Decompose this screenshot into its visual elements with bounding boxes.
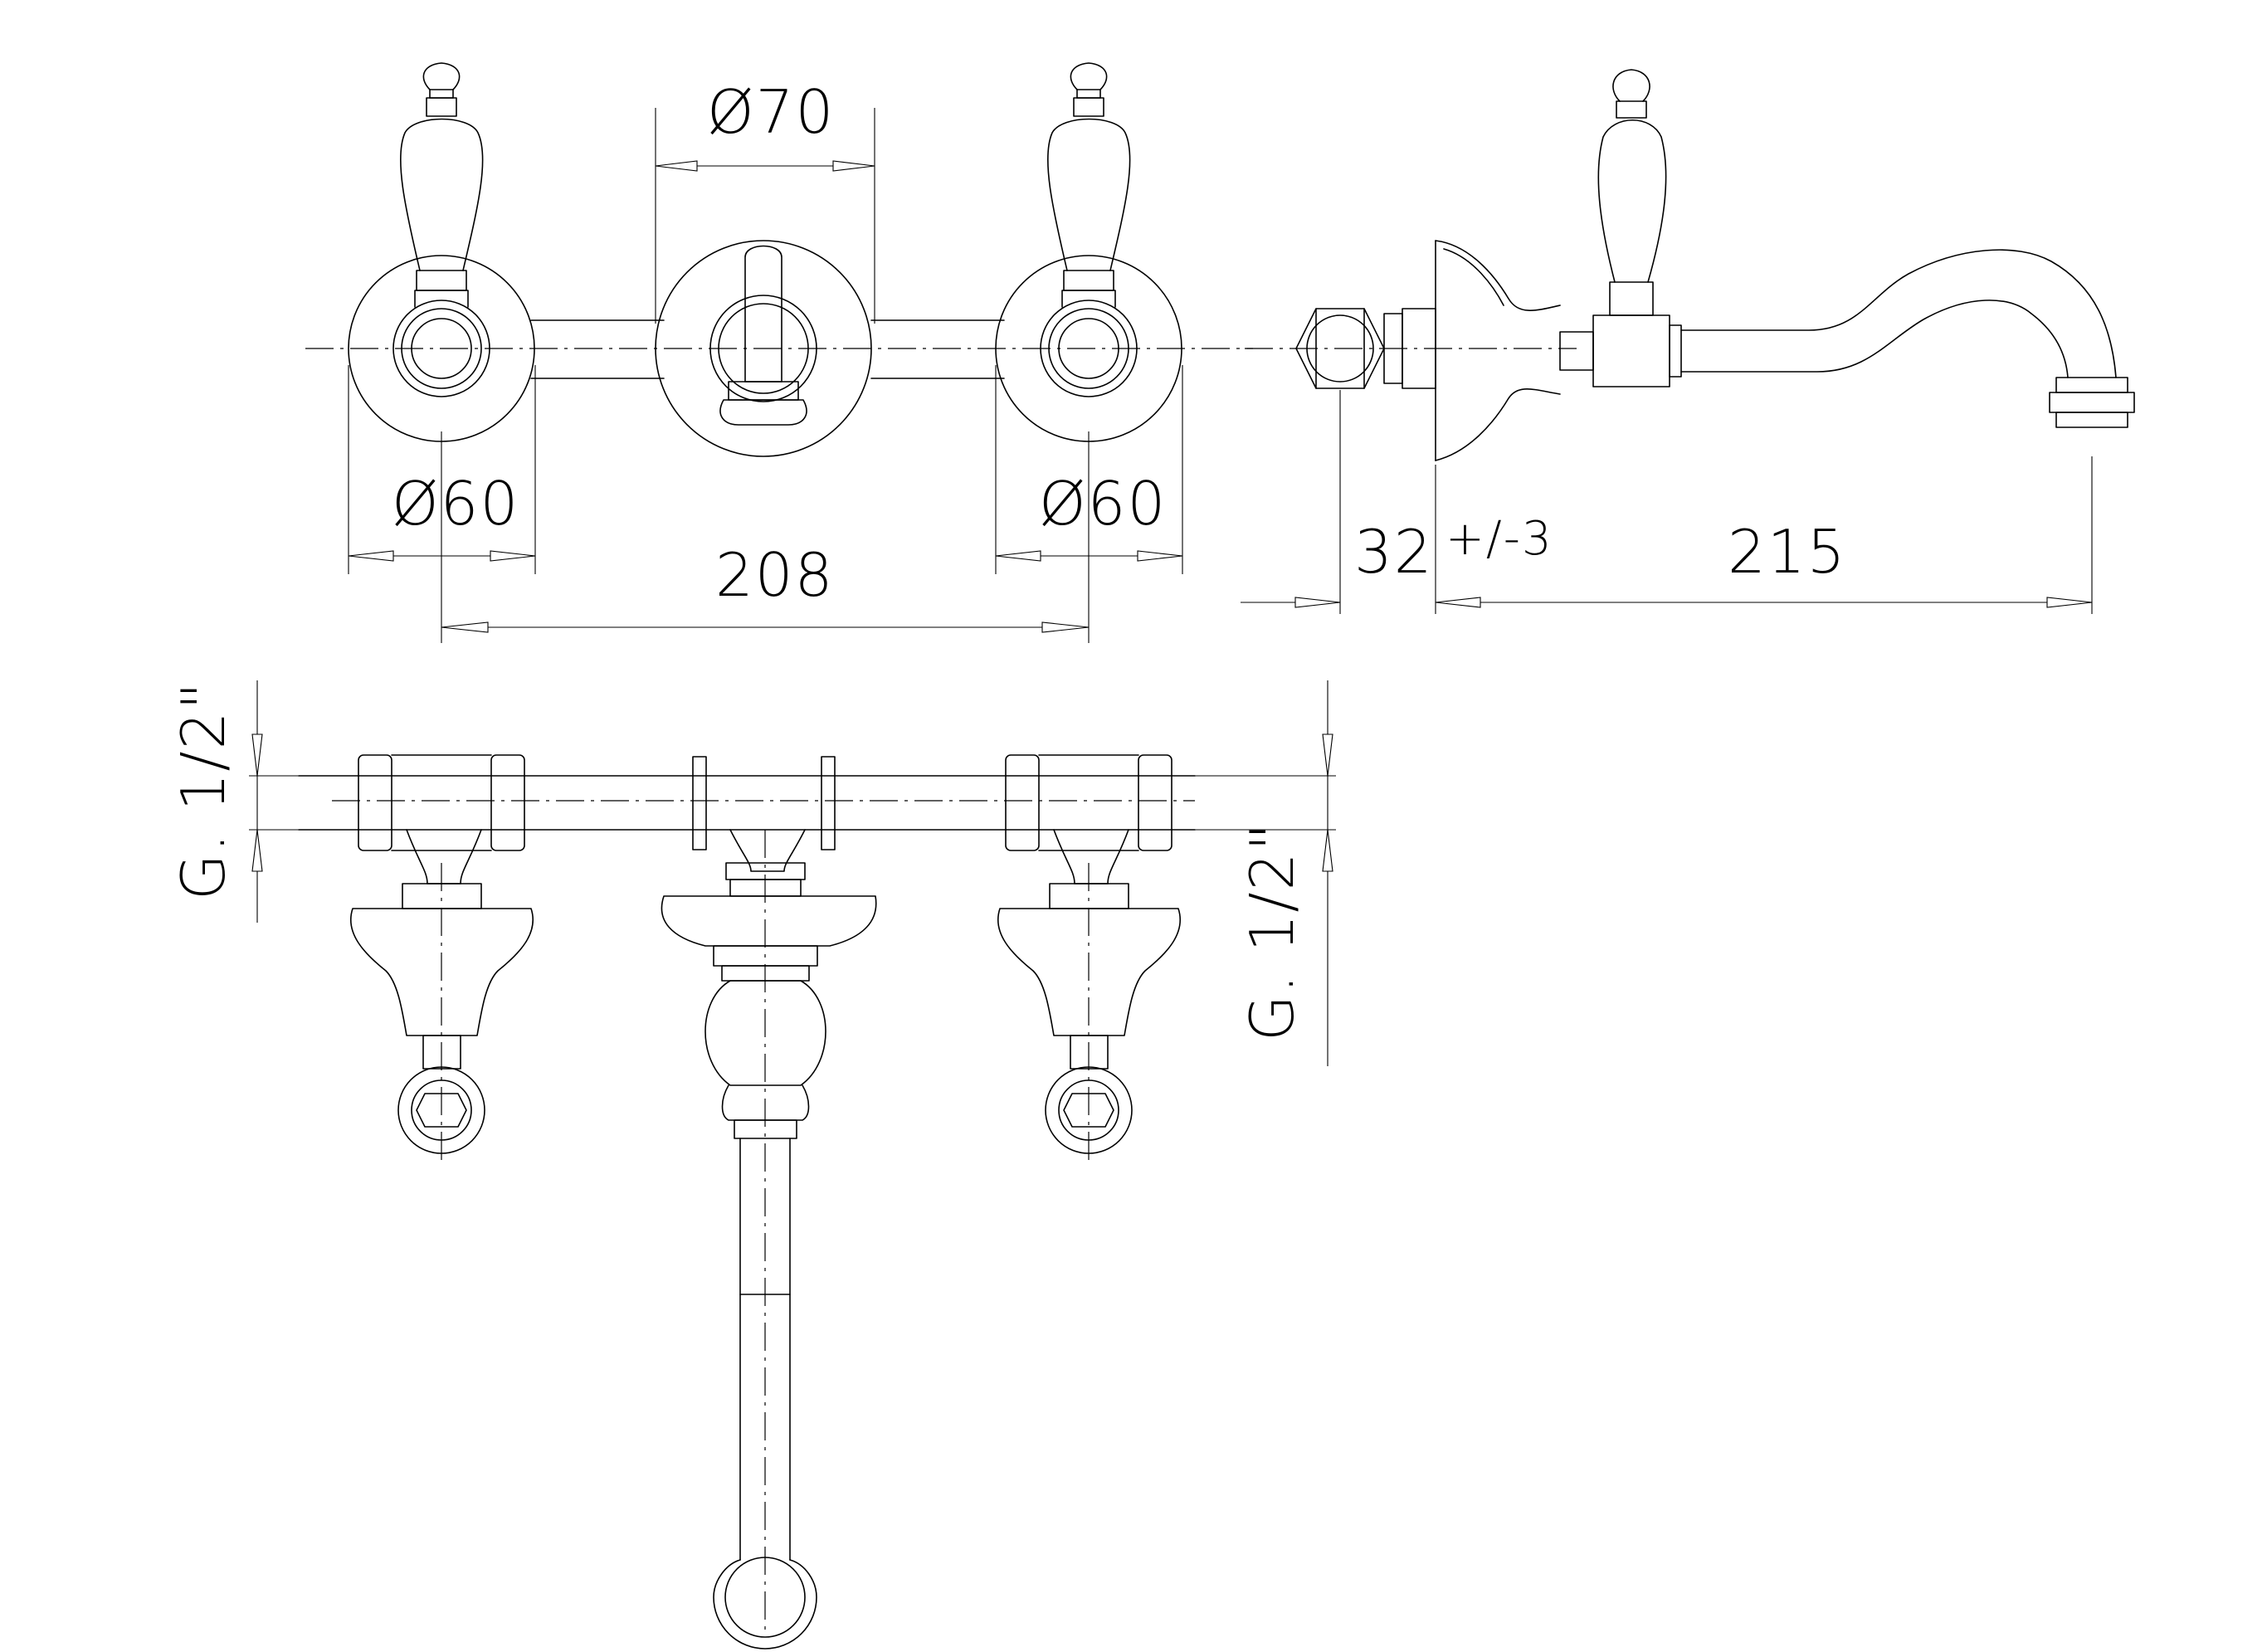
left-valve [348, 62, 535, 442]
dim-spout-reach: 215 [1728, 517, 1846, 587]
center-diverter [655, 240, 872, 457]
dim-thread-bottom: G. 1/2" [1237, 821, 1307, 1041]
dim-diameter-70: Ø70 [707, 77, 835, 147]
dim-diameter-60-left: Ø60 [392, 469, 519, 538]
side-view: 32 +/-3 215 [1241, 69, 2135, 614]
front-view: Ø70 Ø60 Ø60 208 [305, 62, 1253, 643]
right-valve [995, 62, 1182, 442]
dim-valve-spacing: 208 [715, 540, 834, 610]
dim-thread-top: G. 1/2" [168, 680, 238, 900]
dim-wall-tolerance: +/-3 [1446, 512, 1553, 566]
plan-view: G. 1/2" G. 1/2" [168, 680, 1336, 1650]
dim-diameter-60-right: Ø60 [1039, 469, 1167, 538]
dim-wall-projection: 32 [1354, 517, 1434, 587]
